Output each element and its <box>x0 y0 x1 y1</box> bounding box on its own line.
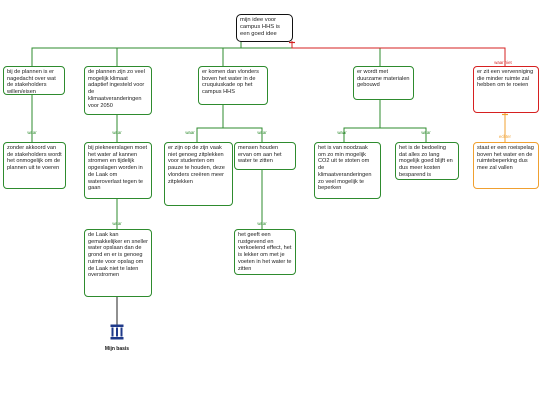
edge-label-n3b: waar <box>257 130 267 135</box>
edge-n3-split <box>196 105 224 142</box>
reason-stakeholders[interactable]: bij de plannen is er nagedacht over wat … <box>3 66 65 95</box>
reason-peak-rainfall[interactable]: bij piekneerslagen moet het water af kan… <box>84 142 152 199</box>
edge-label-n2a: waar <box>112 130 122 135</box>
edge-n4-split <box>343 100 381 142</box>
edge-root-red <box>291 41 506 66</box>
edge-label-n3a: waar <box>185 130 195 135</box>
edge-n3-n3b <box>223 127 263 142</box>
claim-root[interactable]: mijn idee voor campus HHS is een goed id… <box>236 14 293 42</box>
reason-laak-storage[interactable]: de Laak kan gemakkelijker en sneller wat… <box>84 229 152 297</box>
reason-sustainable-materials[interactable]: er wordt met duurzame materialen gebouwd <box>353 66 414 100</box>
reason-durability[interactable]: het is de bedoeling dat alles zo lang mo… <box>395 142 459 180</box>
edge-label-n5a: echter <box>499 134 511 139</box>
reason-no-agreement[interactable]: zonder akkoord van de stakeholders wordt… <box>3 142 66 189</box>
reason-people-like-water[interactable]: mensen houden ervan om aan het water te … <box>234 142 296 170</box>
edge-n4-n4b <box>380 127 427 142</box>
edge-label-n3c: waar <box>257 221 267 226</box>
edge-label-n5: waar niet <box>494 60 512 65</box>
reason-climate-adaptive[interactable]: de plannen zijn zo veel mogelijk klimaat… <box>84 66 152 115</box>
basis-label: Mijn basis <box>104 346 130 352</box>
edge-label-n1a: waar <box>27 130 37 135</box>
reason-calming-effect[interactable]: het geeft een rustgevend en verkoelend e… <box>234 229 296 275</box>
reason-seating[interactable]: er zijn op de zijn vaak niet genoeg zitp… <box>164 142 233 206</box>
objection-rowing-club[interactable]: er zit een vervenniging die minder ruimt… <box>473 66 539 113</box>
basis-marker[interactable]: Mijn basis <box>100 324 134 352</box>
pillar-icon <box>110 324 124 340</box>
edge-label-n4a: waar <box>337 130 347 135</box>
reason-co2[interactable]: het is van noodzaak om zo min mogelijk C… <box>314 142 381 199</box>
edge-root-green-trunk <box>31 41 242 66</box>
edge-label-n4b: waar <box>421 130 431 135</box>
edge-bus-n4 <box>241 47 381 66</box>
rebuttal-rowing-space[interactable]: staat er een roeispelag boven het water … <box>473 142 539 189</box>
edge-label-n2b: waar <box>112 221 122 226</box>
reason-vlonders[interactable]: er komen dan vlonders boven het water in… <box>198 66 268 105</box>
